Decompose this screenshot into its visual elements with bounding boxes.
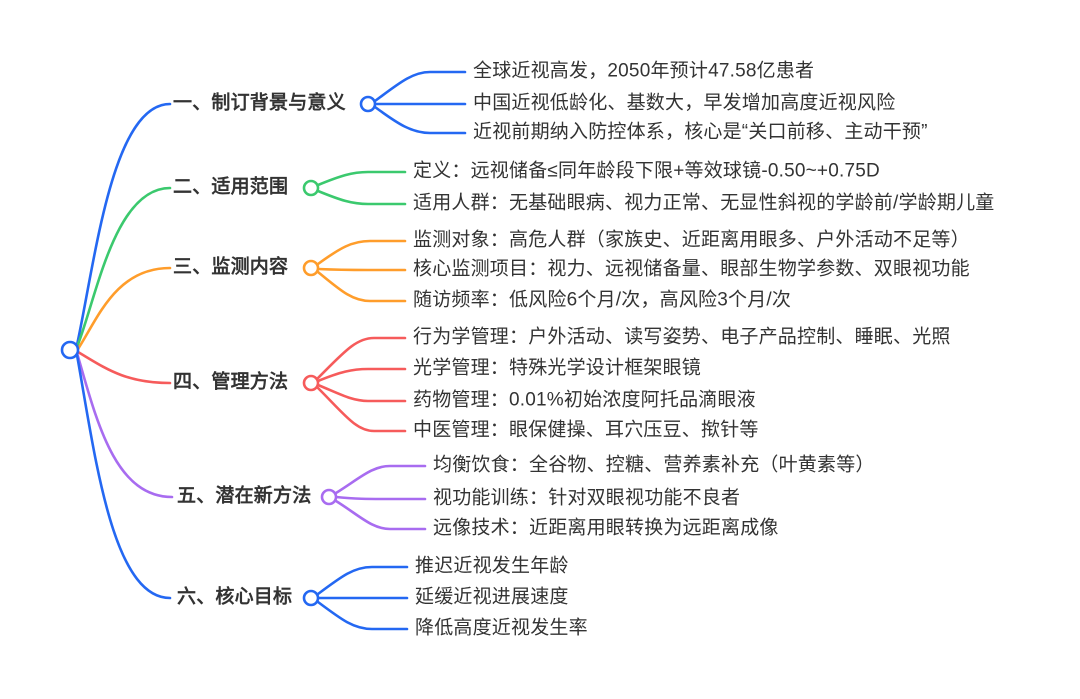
branch-2-curve xyxy=(75,186,172,349)
branch-title-2[interactable]: 二、适用范围 xyxy=(173,176,289,198)
branch-4-child-1[interactable]: 行为学管理：户外活动、读写姿势、电子产品控制、睡眠、光照 xyxy=(413,326,951,348)
branch-6-curve xyxy=(75,353,172,600)
branch-title-6[interactable]: 六、核心目标 xyxy=(177,586,293,608)
branch-1-curve xyxy=(75,102,172,347)
branch-3-child-2[interactable]: 核心监测项目：视力、远视储备量、眼部生物学参数、双眼视功能 xyxy=(413,258,970,280)
branch-2-node-circle[interactable] xyxy=(302,179,320,197)
branch-5-child-2-connector xyxy=(334,495,427,501)
branch-6-child-2[interactable]: 延缓近视进展速度 xyxy=(415,586,569,608)
branch-5-child-3-connector xyxy=(334,499,427,531)
branch-4-curve xyxy=(76,350,172,385)
branch-5-child-1-connector xyxy=(334,464,427,495)
branch-3-curve xyxy=(76,266,172,351)
branch-title-5[interactable]: 五、潜在新方法 xyxy=(177,485,312,507)
branch-3-child-2-connector xyxy=(316,267,407,272)
branch-3-node-circle[interactable] xyxy=(302,259,320,277)
branch-4-child-2[interactable]: 光学管理：特殊光学设计框架眼镜 xyxy=(413,357,702,379)
branch-1-child-3[interactable]: 近视前期纳入防控体系，核心是“关口前移、主动干预” xyxy=(473,121,928,143)
branch-6-child-3[interactable]: 降低高度近视发生率 xyxy=(415,617,588,639)
branch-3-child-3[interactable]: 随访频率：低风险6个月/次，高风险3个月/次 xyxy=(413,289,792,311)
branch-6-child-3-connector xyxy=(316,600,409,631)
branch-3-child-1-connector xyxy=(316,239,407,266)
branch-4-child-4[interactable]: 中医管理：眼保健操、耳穴压豆、揿针等 xyxy=(413,419,759,441)
branch-5-curve xyxy=(75,351,174,499)
branch-1-child-1[interactable]: 全球近视高发，2050年预计47.58亿患者 xyxy=(473,60,815,82)
root-node-circle[interactable] xyxy=(60,340,80,360)
branch-4-child-1-connector xyxy=(316,336,407,380)
branch-1-node-circle[interactable] xyxy=(359,95,377,113)
branch-6-node-circle[interactable] xyxy=(302,589,320,607)
branch-title-4[interactable]: 四、管理方法 xyxy=(173,371,289,393)
branch-4-child-3-connector xyxy=(316,383,407,403)
branch-3-child-3-connector xyxy=(316,270,407,303)
branch-2-child-1[interactable]: 定义：远视储备≤同年龄段下限+等效球镜-0.50~+0.75D xyxy=(413,160,880,182)
branch-1-child-1-connector xyxy=(373,70,467,103)
branch-2-child-1-connector xyxy=(316,170,407,187)
branch-5-child-3[interactable]: 远像技术：近距离用眼转换为远距离成像 xyxy=(433,517,779,539)
branch-4-child-3[interactable]: 药物管理：0.01%初始浓度阿托品滴眼液 xyxy=(413,389,756,411)
branch-4-node-circle[interactable] xyxy=(302,374,320,392)
branch-5-node-circle[interactable] xyxy=(320,488,338,506)
branch-6-child-1[interactable]: 推迟近视发生年龄 xyxy=(415,555,569,577)
branch-4-child-2-connector xyxy=(316,367,407,383)
branch-2-child-2[interactable]: 适用人群：无基础眼病、视力正常、无显性斜视的学龄前/学龄期儿童 xyxy=(413,192,995,214)
branch-5-child-1[interactable]: 均衡饮食：全谷物、控糖、营养素补充（叶黄素等） xyxy=(433,454,875,476)
branch-title-1[interactable]: 一、制订背景与意义 xyxy=(173,92,346,114)
branch-3-child-1[interactable]: 监测对象：高危人群（家族史、近距离用眼多、户外活动不足等） xyxy=(413,229,970,251)
branch-1-child-3-connector xyxy=(373,105,467,135)
branch-5-child-2[interactable]: 视功能训练：针对双眼视功能不良者 xyxy=(433,487,741,509)
branch-title-3[interactable]: 三、监测内容 xyxy=(173,256,289,278)
branch-1-child-2[interactable]: 中国近视低龄化、基数大，早发增加高度近视风险 xyxy=(473,92,896,114)
branch-2-child-2-connector xyxy=(316,189,407,206)
branch-6-child-1-connector xyxy=(316,565,409,596)
branch-4-child-4-connector xyxy=(316,386,407,433)
